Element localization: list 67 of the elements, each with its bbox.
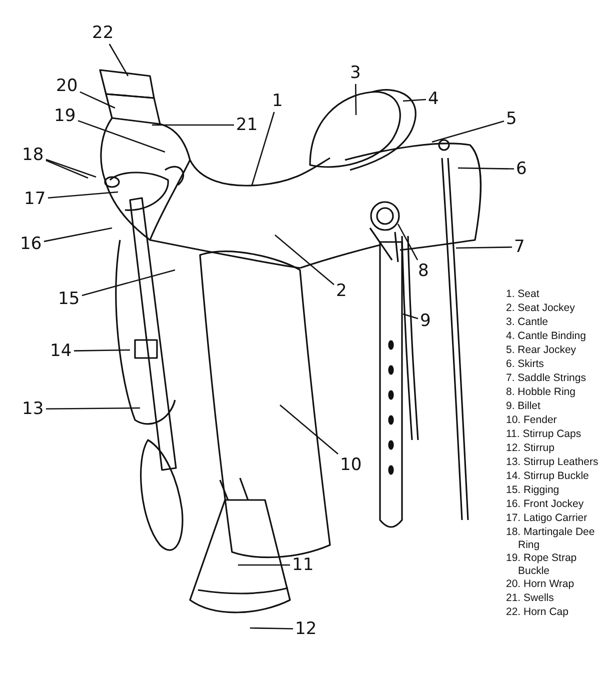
callout-number: 7	[514, 238, 525, 256]
leader-line	[80, 91, 116, 109]
leader-line	[456, 246, 512, 249]
leader-line	[44, 227, 112, 242]
key-entry: 13. Stirrup Leathers	[506, 456, 600, 468]
leader-line	[250, 627, 294, 630]
key-entry: 5. Rear Jockey	[506, 344, 578, 356]
callout-number: 1	[272, 92, 283, 110]
leader-line	[48, 191, 118, 199]
leader-line	[251, 112, 275, 186]
callout-number: 2	[336, 282, 347, 300]
callout-number: 8	[418, 262, 429, 280]
callout-number: 20	[56, 77, 78, 95]
leader-line	[46, 407, 140, 410]
key-entry: 3. Cantle	[506, 316, 550, 328]
leader-line	[152, 124, 234, 126]
key-entry: 10. Fender	[506, 414, 558, 426]
key-entry: 17. Latigo Carrier	[506, 512, 588, 524]
callout-number: 9	[420, 312, 431, 330]
callout-number: 22	[92, 24, 114, 42]
leader-line	[46, 160, 88, 179]
callout-number: 10	[340, 456, 362, 474]
key-entry: 19. Rope Strap Buckle	[506, 552, 578, 577]
callout-number: 21	[236, 116, 258, 134]
key-entry: 1. Seat	[506, 288, 540, 300]
key-entry: 8. Hobble Ring	[506, 386, 576, 398]
leader-line	[274, 234, 334, 286]
key-entry: 21. Swells	[506, 592, 555, 604]
leader-line	[402, 98, 426, 102]
leader-line	[280, 404, 338, 455]
leader-line	[238, 564, 290, 566]
key-entry: 6. Skirts	[506, 358, 545, 370]
callout-number: 5	[506, 110, 517, 128]
key-entry: 11. Stirrup Caps	[506, 428, 582, 440]
leader-line	[78, 120, 166, 153]
callout-number: 18	[22, 146, 44, 164]
key-entry: 15. Rigging	[506, 484, 560, 496]
leader-line	[46, 158, 96, 178]
key-entry: 7. Saddle Strings	[506, 372, 587, 384]
callout-number: 15	[58, 290, 80, 308]
key-entry: 14. Stirrup Buckle	[506, 470, 590, 482]
key-entry: 16. Front Jockey	[506, 498, 585, 510]
callout-number: 19	[54, 107, 76, 125]
key-entry: 2. Seat Jockey	[506, 302, 576, 314]
callout-number: 14	[50, 342, 72, 360]
leader-line	[354, 84, 357, 115]
key-entry: 22. Horn Cap	[506, 606, 570, 618]
leader-line	[397, 224, 418, 260]
leader-line	[108, 44, 129, 76]
leader-line	[402, 313, 418, 320]
key-entry: 18. Martingale Dee Ring	[506, 526, 596, 551]
callout-number: 17	[24, 190, 46, 208]
callout-number: 3	[350, 64, 361, 82]
callout-number: 16	[20, 235, 42, 253]
key-entry: 20. Horn Wrap	[506, 578, 576, 590]
leader-line	[432, 120, 504, 143]
key-entry: 9. Billet	[506, 400, 542, 412]
leader-line	[74, 349, 130, 352]
leader-line	[458, 167, 514, 170]
callout-number: 12	[295, 620, 317, 638]
key-entry: 4. Cantle Binding	[506, 330, 587, 342]
leader-line	[82, 269, 176, 296]
callout-number: 6	[516, 160, 527, 178]
callout-number: 4	[428, 90, 439, 108]
key-entry: 12. Stirrup	[506, 442, 556, 454]
callout-number: 11	[292, 556, 314, 574]
callout-number: 13	[22, 400, 44, 418]
